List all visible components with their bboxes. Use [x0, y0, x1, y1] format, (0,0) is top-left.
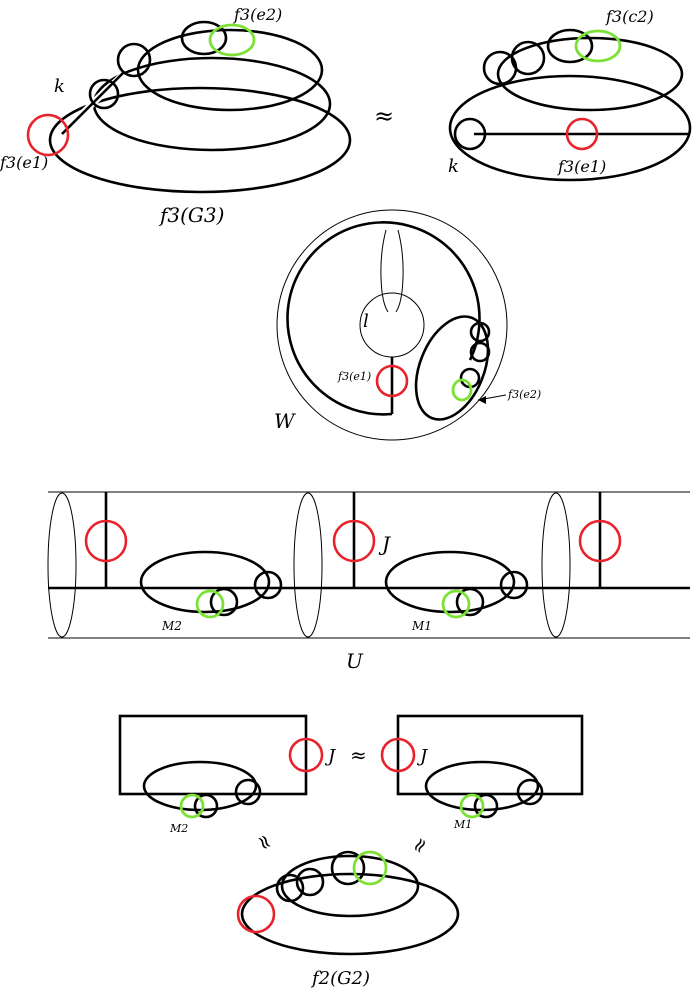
label-W: W — [274, 409, 296, 433]
red-circle-f2G2 — [236, 894, 276, 934]
red-circle-strip-3 — [578, 519, 622, 563]
approx-symbol-left: ≈ — [250, 829, 279, 856]
green-circle-M1 — [441, 589, 471, 619]
green-circle-f3e2 — [208, 23, 256, 57]
label-J-strip: J — [378, 532, 391, 556]
label-f3-e1-torus: f3(e1) — [337, 370, 371, 383]
label-M1-strip: M1 — [411, 619, 432, 633]
approx-symbol-middle: ≈ — [350, 743, 367, 767]
red-circle-f3e1 — [26, 113, 70, 157]
knot-link-upper — [116, 42, 152, 78]
red-circle-box-left — [288, 737, 324, 773]
knot-link-k — [88, 78, 120, 110]
red-circle-strip-2 — [332, 519, 376, 563]
label-f3-e1-left: f3(e1) — [0, 153, 48, 172]
label-l: l — [363, 311, 369, 332]
panel-top-right — [448, 28, 692, 182]
inner-hole-l — [359, 292, 425, 358]
green-circle-M2 — [195, 589, 225, 619]
label-M1-bottom: M1 — [453, 818, 472, 831]
label-U: U — [346, 649, 364, 673]
label-J-bottom-right: J — [416, 746, 429, 767]
red-circle-box-right — [380, 737, 416, 773]
green-circle-f3c2 — [574, 29, 622, 63]
green-circle-box-left — [179, 793, 205, 819]
panel-f2-G2 — [236, 850, 460, 956]
red-circle-strip-1 — [84, 519, 128, 563]
green-circle-f2G2 — [352, 850, 388, 886]
panel-torus-W — [276, 209, 508, 441]
panel-f3-G3 — [26, 20, 352, 194]
panel-strip-U — [47, 491, 690, 639]
approx-symbol-right: ≈ — [405, 832, 434, 859]
green-circle-torus — [451, 378, 473, 402]
label-f3-e2-torus: f3(e2) — [507, 388, 541, 401]
label-J-bottom-left: J — [324, 746, 337, 767]
red-circle-torus — [375, 364, 409, 398]
label-f3-e2: f3(e2) — [233, 5, 282, 24]
knot-link-k-right — [453, 117, 487, 151]
label-k-left: k — [54, 76, 65, 97]
label-M2-strip: M2 — [161, 619, 182, 633]
label-f3-c2: f3(c2) — [605, 7, 654, 26]
knot-link-top — [180, 20, 228, 56]
label-M2-bottom: M2 — [169, 822, 188, 835]
label-k-right: k — [448, 156, 459, 177]
caption-f2-G2: f2(G2) — [310, 968, 370, 989]
label-f3-e1-right: f3(e1) — [557, 157, 606, 176]
approx-symbol-top: ≈ — [374, 102, 394, 130]
green-circle-box-right — [459, 793, 485, 819]
red-circle-f3e1-right — [565, 117, 599, 151]
panel-bottom-boxes — [118, 714, 584, 819]
caption-f3-G3: f3(G3) — [158, 203, 224, 227]
